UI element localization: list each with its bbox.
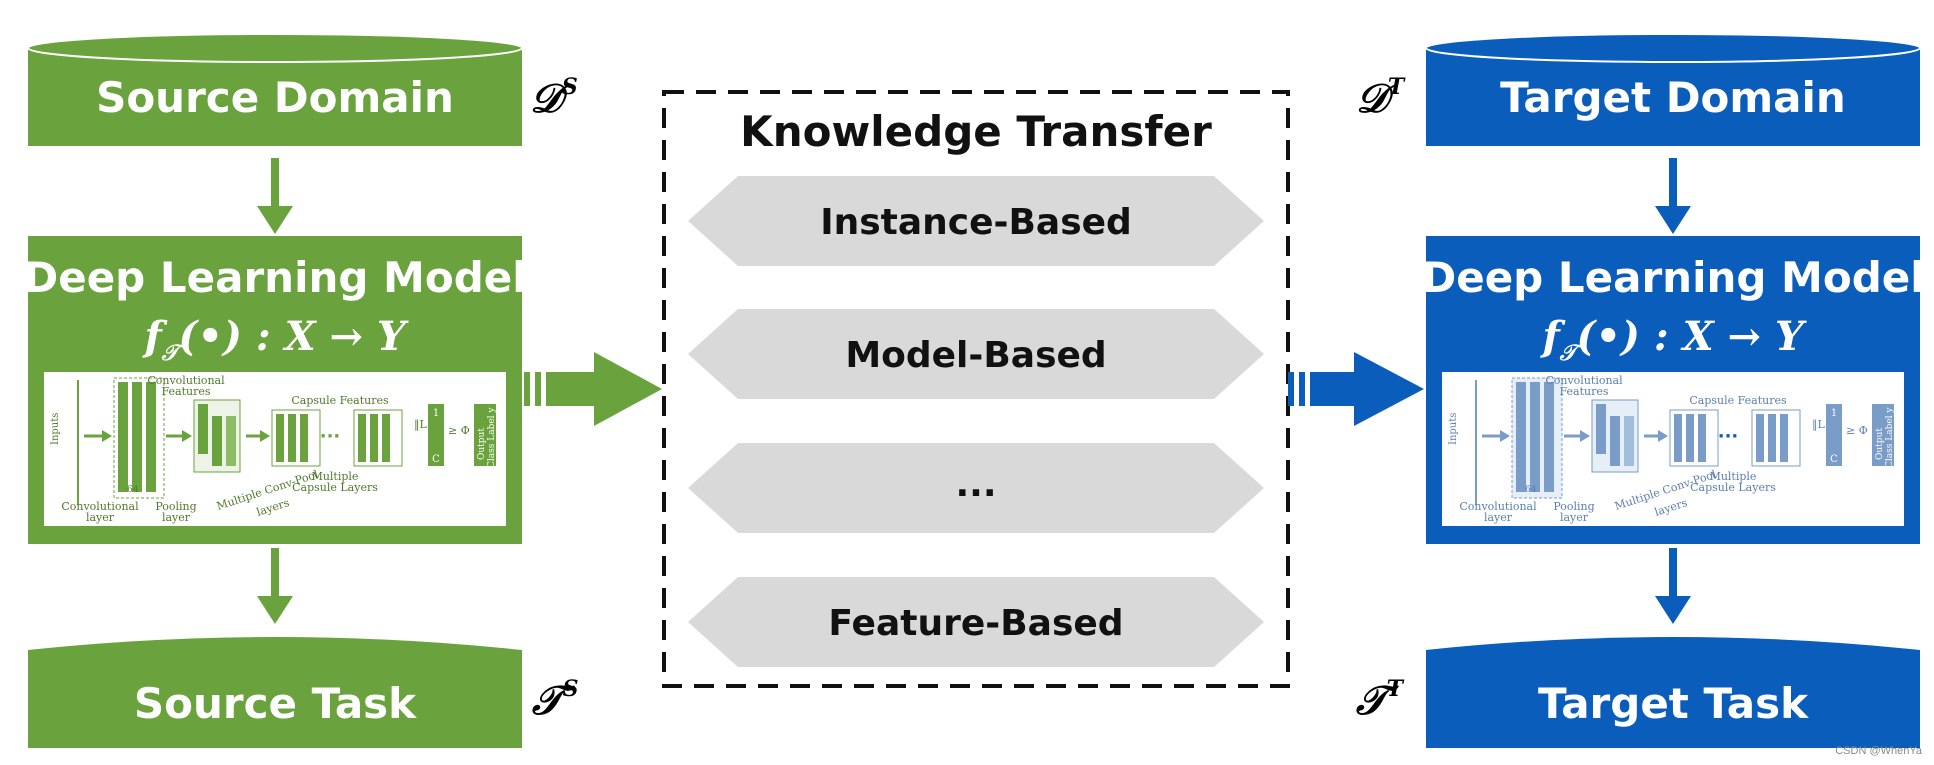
target-arrow-down-1 [1655, 158, 1691, 234]
svg-text:Inputs: Inputs [1448, 413, 1459, 445]
target-cnn-figure: Inputs 64 Convolutional Features [1442, 372, 1904, 526]
target-model-formula: f𝒯(•) : X → Y [1539, 313, 1807, 366]
source-to-transfer-arrow [524, 352, 662, 426]
source-model-box: Deep Learning Model f𝒯(•) : X → Y Inputs… [23, 236, 527, 544]
source-domain-symbol: 𝒟S [530, 74, 578, 122]
svg-text:Capsule Features: Capsule Features [291, 394, 389, 407]
svg-text:Convolutional: Convolutional [61, 500, 139, 513]
svg-text:64: 64 [127, 485, 139, 495]
target-model-title: Deep Learning Model [1421, 253, 1924, 302]
watermark: CSDN @WhenYa [1835, 745, 1923, 757]
svg-text:Multiple: Multiple [1710, 470, 1757, 483]
svg-text:layer: layer [162, 511, 191, 524]
svg-text:Output: Output [477, 428, 487, 460]
svg-text:C: C [1830, 454, 1838, 465]
svg-text:Convolutional: Convolutional [1459, 500, 1537, 513]
source-model-title: Deep Learning Model [23, 253, 526, 302]
source-task-symbol: 𝒯S [531, 676, 579, 724]
svg-text:Multiple: Multiple [312, 470, 359, 483]
svg-text:···: ··· [1718, 426, 1739, 447]
svg-text:‖L: ‖L [414, 418, 428, 432]
target-domain-cylinder: Target Domain [1425, 33, 1921, 146]
method-model-based: Model-Based [688, 309, 1264, 399]
svg-text:layer: layer [86, 511, 115, 524]
svg-text:Pooling: Pooling [155, 500, 196, 513]
svg-text:Capsule Layers: Capsule Layers [1690, 481, 1776, 494]
svg-text:Convolutional: Convolutional [147, 374, 225, 387]
method-feature-based: Feature-Based [688, 577, 1264, 667]
source-domain-label: Source Domain [96, 73, 454, 122]
target-task-label: Target Task [1538, 679, 1809, 728]
knowledge-transfer-title: Knowledge Transfer [740, 107, 1212, 156]
target-domain-label: Target Domain [1500, 73, 1846, 122]
svg-text:1: 1 [433, 408, 439, 419]
svg-text:Model-Based: Model-Based [845, 335, 1106, 376]
target-task-box: Target Task [1426, 637, 1920, 748]
svg-text:Convolutional: Convolutional [1545, 374, 1623, 387]
svg-text:Pooling: Pooling [1553, 500, 1594, 513]
svg-text:1: 1 [1831, 408, 1837, 419]
svg-text:Feature-Based: Feature-Based [828, 603, 1123, 644]
svg-text:Instance-Based: Instance-Based [820, 202, 1132, 243]
source-task-label: Source Task [134, 679, 417, 728]
method-instance-based: Instance-Based [688, 176, 1264, 266]
source-task-box: Source Task [28, 637, 522, 748]
svg-text:Inputs: Inputs [50, 413, 61, 445]
source-arrow-down-2 [257, 548, 293, 624]
target-arrow-down-2 [1655, 548, 1691, 624]
target-domain-symbol: 𝒟T [1356, 74, 1406, 122]
svg-text:Class Label y: Class Label y [487, 407, 497, 468]
svg-text:Capsule Layers: Capsule Layers [292, 481, 378, 494]
svg-text:layer: layer [1560, 511, 1589, 524]
svg-text:Capsule Features: Capsule Features [1689, 394, 1787, 407]
svg-text:64: 64 [1525, 485, 1537, 495]
source-arrow-down-1 [257, 158, 293, 234]
target-model-box: Deep Learning Model f𝒯(•) : X → Y Inputs… [1421, 236, 1925, 544]
svg-text:Output: Output [1875, 428, 1885, 460]
knowledge-transfer-box: Knowledge Transfer Instance-Based Model-… [662, 90, 1290, 688]
svg-text:‖L: ‖L [1812, 418, 1826, 432]
svg-text:C: C [432, 454, 440, 465]
source-cnn-figure: Inputs 64 Convolutional Features [44, 372, 506, 526]
source-domain-cylinder: Source Domain [27, 33, 523, 146]
transfer-to-target-arrow [1288, 352, 1424, 426]
svg-text:···: ··· [320, 426, 341, 447]
svg-text:layer: layer [1484, 511, 1513, 524]
source-model-formula: f𝒯(•) : X → Y [141, 313, 409, 366]
svg-text:Features: Features [161, 385, 210, 398]
source-column: Source Domain 𝒟S Deep Learning Model f𝒯(… [23, 33, 579, 748]
target-task-symbol: 𝒯T [1355, 676, 1405, 724]
svg-text:≥ Φ: ≥ Φ [1846, 424, 1868, 437]
svg-text:Class Label y: Class Label y [1885, 407, 1895, 468]
method-ellipsis: ... [688, 443, 1264, 533]
target-column: 𝒟T Target Domain Deep Learning Model f𝒯(… [1355, 33, 1925, 748]
svg-text:Features: Features [1559, 385, 1608, 398]
svg-text:≥ Φ: ≥ Φ [448, 424, 470, 437]
svg-text:...: ... [955, 464, 996, 505]
